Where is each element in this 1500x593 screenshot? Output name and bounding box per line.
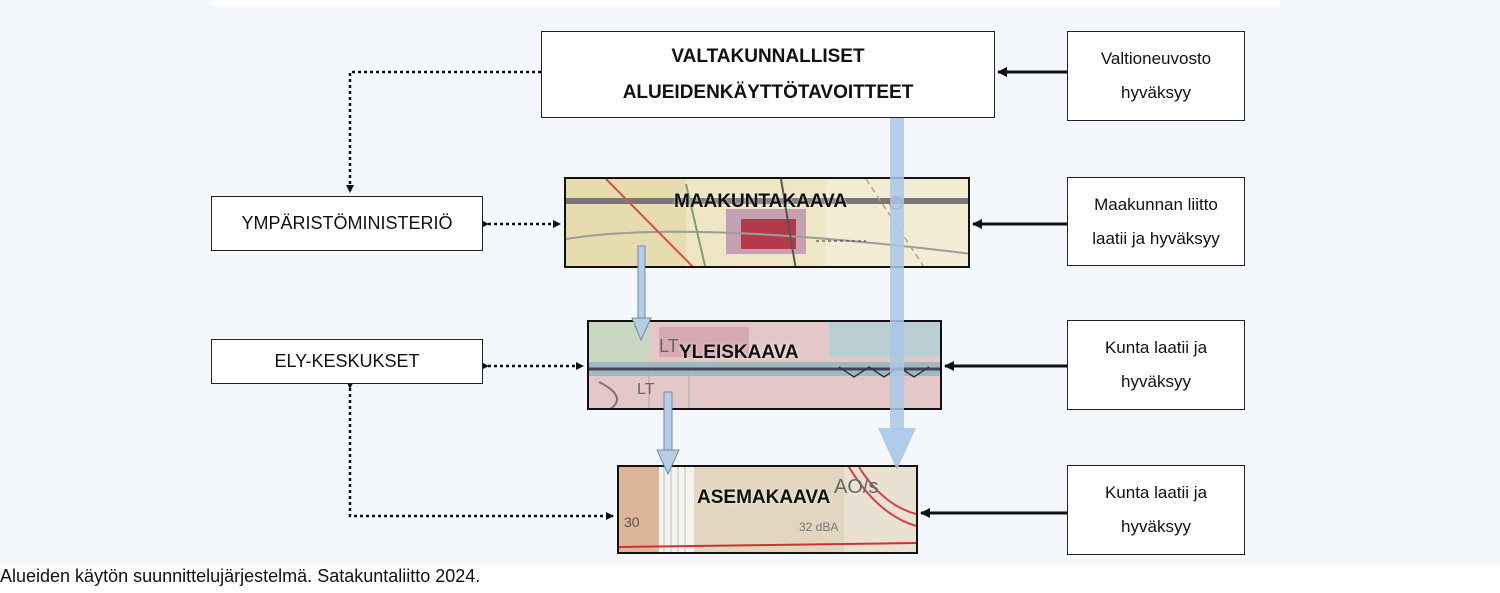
authority-yleis-line2: hyväksyy	[1121, 372, 1191, 391]
authority-valtio-line2: hyväksyy	[1121, 83, 1191, 102]
flow-arrow-yleis-asema	[656, 391, 680, 476]
yleiskaava-map: LT LT YLEISKAAVA	[587, 320, 942, 410]
national-goals-box: VALTAKUNNALLISET ALUEIDENKÄYTTÖTAVOITTEE…	[541, 31, 995, 118]
flow-arrow-maakunta-yleis	[631, 245, 652, 342]
svg-text:30: 30	[624, 514, 640, 530]
national-goals-line1: VALTAKUNNALLISET	[671, 45, 865, 67]
ely-box: ELY-KESKUKSET	[211, 339, 483, 384]
figure-caption: Alueiden käytön suunnittelujärjestelmä. …	[0, 566, 481, 586]
top-band	[212, 0, 1280, 6]
svg-text:LT: LT	[659, 336, 679, 356]
authority-maakunta-box: Maakunnan liitto laatii ja hyväksyy	[1067, 177, 1245, 266]
yleiskaava-map-image: LT LT	[589, 322, 940, 408]
authority-valtio-line1: Valtioneuvosto	[1100, 49, 1212, 68]
asemakaava-map-image: AO/s 32 dBA 30	[619, 467, 916, 552]
svg-text:AO/s: AO/s	[834, 476, 878, 498]
authority-maakunta-line1: Maakunnan liitto	[1094, 194, 1218, 214]
svg-text:LT: LT	[637, 381, 655, 398]
dotted-arrow-ely-asema	[346, 381, 614, 520]
authority-asema-line2: hyväksyy	[1121, 517, 1191, 536]
ely-label: ELY-KESKUKSET	[274, 351, 420, 371]
national-goals-line2: ALUEIDENKÄYTTÖTAVOITTEET	[622, 81, 914, 103]
authority-asema-line1: Kunta laatii ja	[1104, 483, 1208, 502]
asemakaava-label: ASEMAKAAVA	[697, 487, 831, 508]
authority-asema-box: Kunta laatii ja hyväksyy	[1067, 465, 1245, 555]
svg-text:32 dBA: 32 dBA	[799, 520, 838, 534]
authority-valtio-box: Valtioneuvosto hyväksyy	[1067, 31, 1245, 121]
dotted-arrow-goals-ministry	[346, 70, 541, 193]
flow-arrow-national	[878, 112, 916, 470]
authority-yleis-line1: Kunta laatii ja	[1104, 338, 1208, 357]
authority-yleis-box: Kunta laatii ja hyväksyy	[1067, 320, 1245, 410]
ministry-box: YMPÄRISTÖMINISTERIÖ	[211, 196, 483, 251]
asemakaava-map: AO/s 32 dBA 30 ASEMAKAAVA	[617, 465, 918, 554]
ministry-label: YMPÄRISTÖMINISTERIÖ	[241, 213, 453, 233]
authority-maakunta-line2: laatii ja hyväksyy	[1092, 228, 1220, 248]
maakuntakaava-label: MAAKUNTAKAAVA	[674, 191, 848, 212]
yleiskaava-label: YLEISKAAVA	[679, 342, 799, 363]
